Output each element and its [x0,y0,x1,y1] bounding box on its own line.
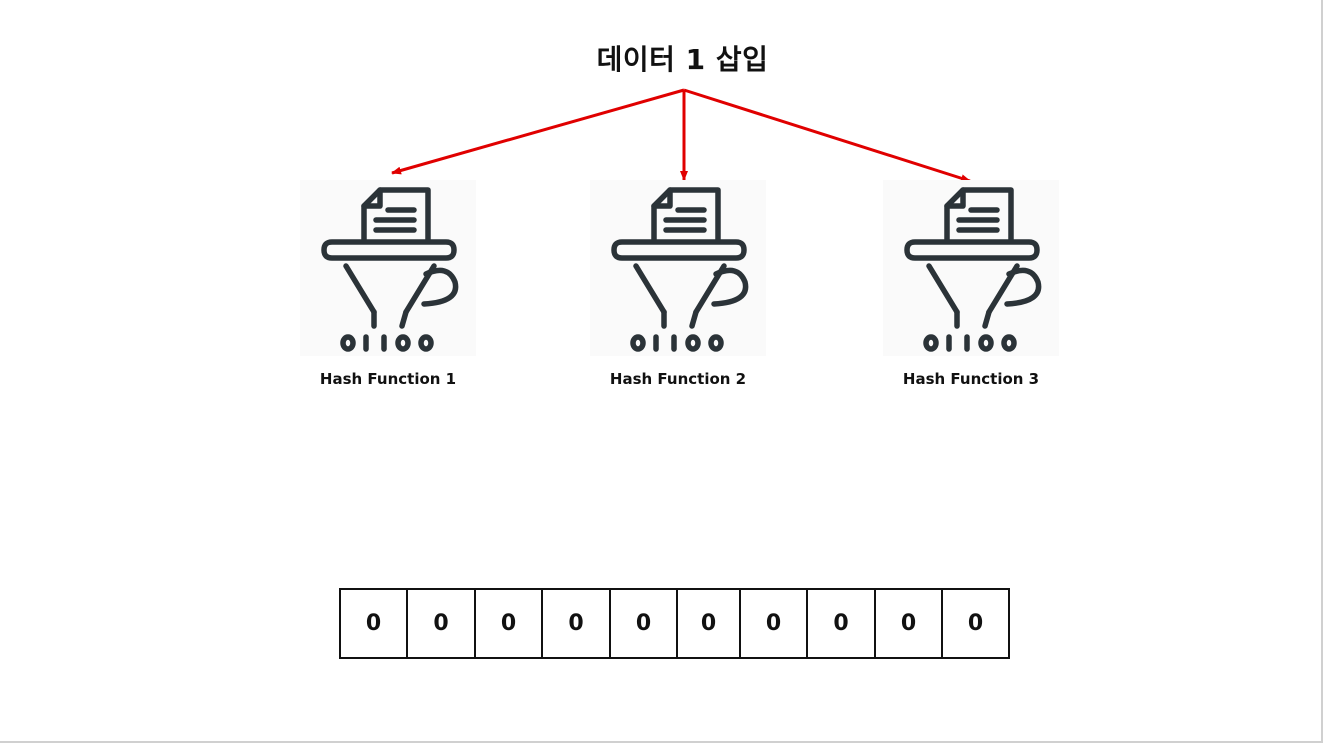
bit-cell: 0 [874,588,943,659]
bit-cell: 0 [474,588,543,659]
bit-cell: 0 [406,588,476,659]
bit-cell: 0 [806,588,876,659]
hash-function-label: Hash Function 1 [319,370,457,388]
bit-cell: 0 [941,588,1010,659]
funnel-hash-icon [300,180,476,356]
arrow-to-hash-1 [391,88,685,175]
bit-cell: 0 [339,588,408,659]
bit-cell: 0 [676,588,741,659]
funnel-hash-icon [883,180,1059,356]
arrow-to-hash-3 [683,88,971,183]
bit-cell: 0 [541,588,611,659]
hash-function-label: Hash Function 3 [902,370,1040,388]
hash-function-3: Hash Function 3 [883,180,1059,388]
bit-cell: 0 [739,588,808,659]
bit-array: 0 0 0 0 0 0 0 0 0 0 [339,588,1010,659]
hash-function-label: Hash Function 2 [609,370,747,388]
bit-cell: 0 [609,588,678,659]
funnel-hash-icon [590,180,766,356]
hash-function-2: Hash Function 2 [590,180,766,388]
diagram-title: 데이터 1 삽입 [596,43,769,76]
hash-function-1: Hash Function 1 [300,180,476,388]
